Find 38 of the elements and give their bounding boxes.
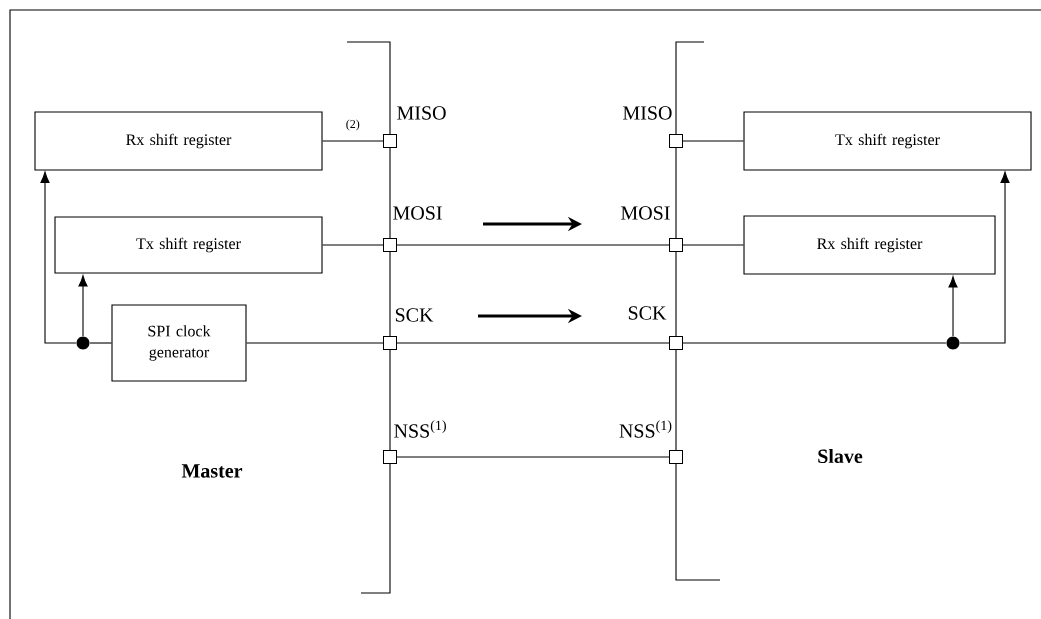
side-label: Slave: [818, 448, 863, 464]
pin-label: MISO: [397, 106, 446, 120]
pin-square: [669, 450, 683, 464]
connector-line: [40, 171, 77, 344]
pin-square: [383, 336, 397, 350]
pin-label: MOSI: [393, 206, 442, 220]
connector-line: [682, 244, 744, 246]
pin-square: [383, 238, 397, 252]
connector-line: [948, 276, 958, 337]
pin-label: MOSI: [621, 206, 670, 220]
register-box: Rx shift register: [743, 215, 996, 275]
connector-line: [246, 342, 384, 344]
connector-line: [396, 342, 670, 344]
connector-line: [89, 342, 112, 344]
register-box: Rx shift register: [34, 111, 323, 171]
connector-line: [78, 275, 88, 337]
edge-label: (2): [344, 118, 361, 132]
pin-label: SCK: [628, 306, 667, 320]
pin-square: [669, 238, 683, 252]
register-box: Tx shift register: [54, 216, 323, 274]
connector-line: [959, 171, 1010, 344]
pin-label: MISO: [623, 106, 672, 120]
pin-label: SCK: [395, 308, 434, 322]
register-box: SPI clock generator: [111, 304, 247, 382]
pin-label: NSS$^{(1)}$: [619, 420, 672, 438]
connector-line: [322, 244, 384, 246]
connector-line: [396, 456, 670, 458]
register-box: Tx shift register: [743, 111, 1032, 171]
pin-label: NSS$^{(1)}$: [394, 420, 446, 438]
pin-square: [669, 134, 683, 148]
pin-square: [669, 336, 683, 350]
connector-line: [396, 244, 670, 246]
side-label: Master: [181, 464, 243, 478]
connector-line: [682, 140, 744, 142]
pin-square: [383, 450, 397, 464]
connector-line: [682, 342, 947, 344]
connector-line: [322, 140, 384, 142]
pin-square: [383, 134, 397, 148]
